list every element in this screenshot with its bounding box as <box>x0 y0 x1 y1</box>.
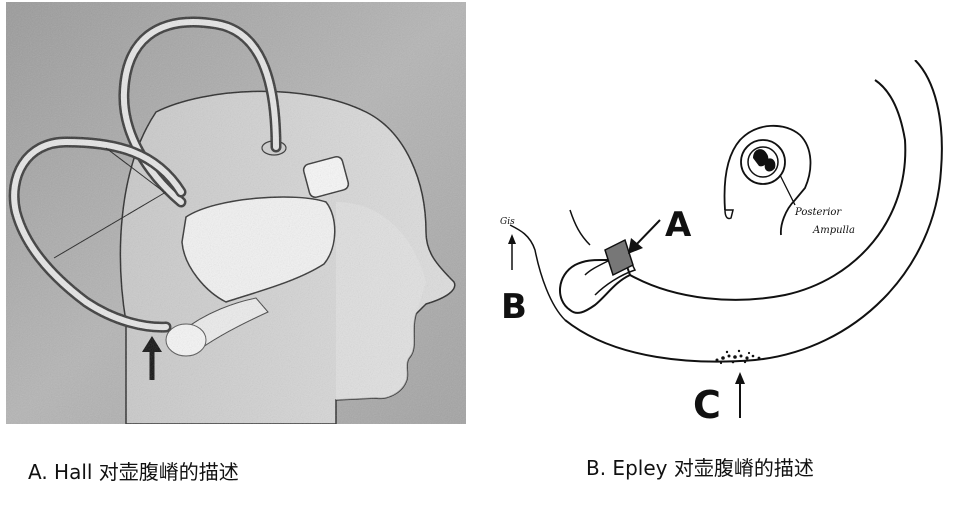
otoconia-debris <box>715 349 761 365</box>
arrow-a-icon <box>628 219 661 254</box>
epley-cupula-diagram: Gis B A C Posterior Ampulla <box>500 60 943 427</box>
label-b: B <box>501 287 527 327</box>
label-posterior: Posterior <box>794 207 842 218</box>
cupula-block <box>604 238 634 277</box>
label-a: A <box>665 205 692 245</box>
arrow-b-icon <box>508 234 516 270</box>
label-tiny: Gis <box>500 217 515 227</box>
caption-hall: A. Hall 对壶腹嵴的描述 <box>28 460 239 484</box>
hall-cupula-photo <box>6 2 466 424</box>
canal-outer-arc <box>564 60 943 363</box>
label-c: C <box>693 383 721 427</box>
arrow-c-icon <box>735 372 745 418</box>
label-ampulla: Ampulla <box>812 225 855 236</box>
caption-epley: B. Epley 对壶腹嵴的描述 <box>586 456 814 480</box>
canal-inner-arc <box>629 79 907 301</box>
head-inset <box>723 124 812 236</box>
